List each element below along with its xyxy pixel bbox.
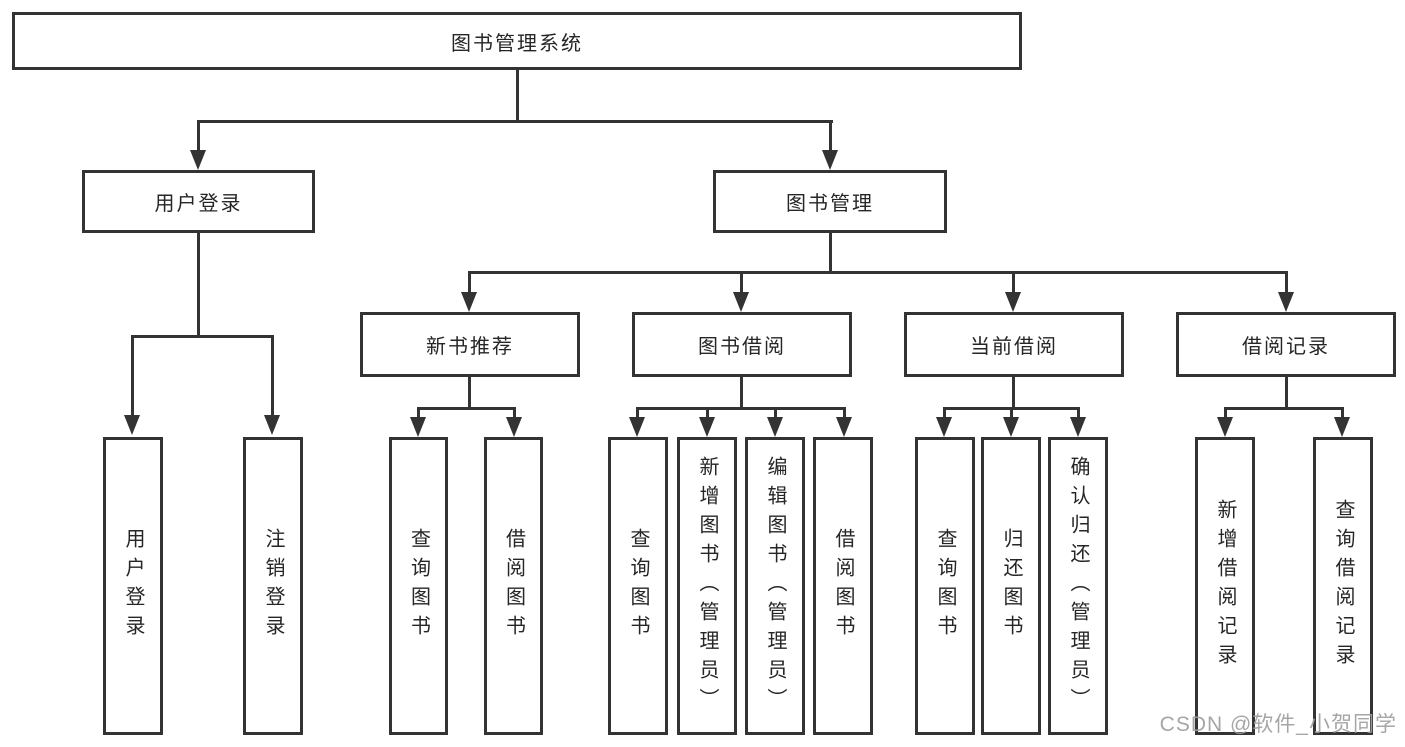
connector-line <box>131 335 134 415</box>
connector-line <box>740 377 743 410</box>
arrow-down-icon <box>264 415 280 435</box>
connector-line <box>774 407 777 419</box>
arrow-down-icon <box>733 292 749 312</box>
connector-line <box>740 271 743 295</box>
connector-line <box>468 271 471 295</box>
arrow-down-icon <box>836 417 852 437</box>
arrow-down-icon <box>461 292 477 312</box>
connector-line <box>1224 407 1344 410</box>
node-root: 图书管理系统 <box>12 12 1022 70</box>
node-new-book-recommend: 新书推荐 <box>360 312 580 377</box>
connector-line <box>636 407 846 410</box>
node-borrow-record: 借阅记录 <box>1176 312 1396 377</box>
connector-line <box>1224 407 1227 419</box>
connector-line <box>829 120 832 154</box>
connector-line <box>468 271 1288 274</box>
connector-line <box>197 120 200 154</box>
connector-line <box>1341 407 1344 419</box>
node-current-borrow: 当前借阅 <box>904 312 1124 377</box>
arrow-down-icon <box>629 417 645 437</box>
connector-line <box>1012 377 1015 410</box>
leaf-add-borrow-record: 新增借阅记录 <box>1195 437 1255 735</box>
leaf-query-book-borrow: 查询图书 <box>608 437 668 735</box>
connector-line <box>516 70 519 123</box>
connector-line <box>829 233 832 274</box>
leaf-add-book-admin: 新增图书（管理员） <box>677 437 737 735</box>
leaf-return-book: 归还图书 <box>981 437 1041 735</box>
arrow-down-icon <box>1070 417 1086 437</box>
arrow-down-icon <box>1278 292 1294 312</box>
connector-line <box>1285 271 1288 295</box>
connector-line <box>417 407 420 419</box>
leaf-borrow-book: 借阅图书 <box>813 437 873 735</box>
arrow-down-icon <box>1334 417 1350 437</box>
arrow-down-icon <box>1003 417 1019 437</box>
connector-line <box>468 377 471 410</box>
leaf-user-login: 用户登录 <box>103 437 163 735</box>
connector-line <box>197 233 200 338</box>
leaf-query-borrow-record: 查询借阅记录 <box>1313 437 1373 735</box>
connector-line <box>271 335 274 415</box>
leaf-logout: 注销登录 <box>243 437 303 735</box>
connector-line <box>1077 407 1080 419</box>
leaf-edit-book-admin: 编辑图书（管理员） <box>745 437 805 735</box>
connector-line <box>417 407 516 410</box>
watermark: CSDN @软件_小贺同学 <box>1159 713 1397 736</box>
connector-line <box>636 407 639 419</box>
leaf-query-book-current: 查询图书 <box>915 437 975 735</box>
connector-line <box>1285 377 1288 410</box>
leaf-query-book-recommend: 查询图书 <box>389 437 448 735</box>
connector-line <box>843 407 846 419</box>
connector-line <box>1010 407 1013 419</box>
node-book-borrow: 图书借阅 <box>632 312 852 377</box>
connector-line <box>131 335 274 338</box>
leaf-confirm-return-admin: 确认归还（管理员） <box>1048 437 1108 735</box>
arrow-down-icon <box>1005 292 1021 312</box>
connector-line <box>513 407 516 419</box>
arrow-down-icon <box>1217 417 1233 437</box>
leaf-borrow-book-recommend: 借阅图书 <box>484 437 543 735</box>
arrow-down-icon <box>936 417 952 437</box>
node-user-login: 用户登录 <box>82 170 315 233</box>
arrow-down-icon <box>506 417 522 437</box>
connector-line <box>197 120 833 123</box>
arrow-down-icon <box>190 150 206 170</box>
arrow-down-icon <box>699 417 715 437</box>
connector-line <box>1012 271 1015 295</box>
arrow-down-icon <box>767 417 783 437</box>
arrow-down-icon <box>822 150 838 170</box>
node-book-management: 图书管理 <box>713 170 947 233</box>
connector-line <box>943 407 946 419</box>
arrow-down-icon <box>410 417 426 437</box>
connector-line <box>706 407 709 419</box>
arrow-down-icon <box>124 415 140 435</box>
